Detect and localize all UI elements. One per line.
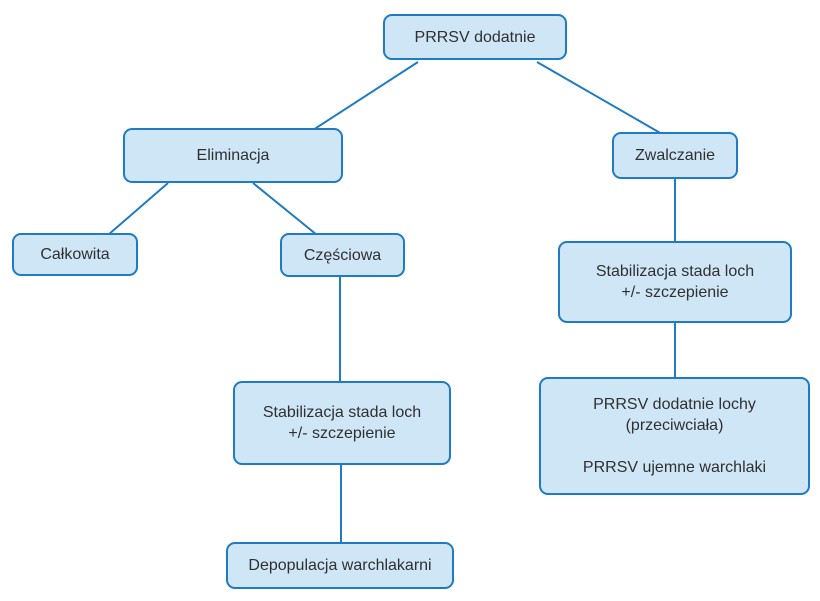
- node-stabilizacja-stada-loch-left: Stabilizacja stada loch +/- szczepienie: [233, 381, 451, 465]
- node-eliminacja: Eliminacja: [123, 128, 343, 183]
- node-label: Całkowita: [40, 246, 110, 263]
- edge-root-zwalczanie: [536, 61, 663, 135]
- node-label-line: (przeciwciała): [625, 417, 724, 434]
- node-label-line: +/- szczepienie: [621, 284, 729, 301]
- node-label-line: Stabilizacja stada loch: [595, 263, 755, 280]
- node-stabilizacja-stada-loch-right: Stabilizacja stada loch +/- szczepienie: [558, 241, 792, 323]
- node-czesciowa: Częściowa: [280, 233, 405, 277]
- node-prrsv-outcome: PRRSV dodatnie lochy (przeciwciała) PRRS…: [539, 377, 810, 495]
- node-label: Zwalczanie: [634, 147, 716, 164]
- edge-root-eliminacja: [312, 61, 419, 131]
- node-zwalczanie: Zwalczanie: [612, 132, 738, 179]
- node-label: Eliminacja: [196, 147, 270, 164]
- node-label-line: PRRSV dodatnie lochy: [593, 396, 756, 413]
- node-label-line: Stabilizacja stada loch: [262, 404, 422, 421]
- node-label: Depopulacja warchlakarni: [248, 557, 432, 574]
- node-label-line: PRRSV ujemne warchlaki: [582, 459, 767, 476]
- node-label-line: +/- szczepienie: [288, 425, 396, 442]
- node-label: Częściowa: [303, 246, 382, 264]
- node-label: PRRSV dodatnie: [414, 28, 536, 46]
- node-prrsv-dodatnie: PRRSV dodatnie: [383, 14, 567, 60]
- node-calkowita: Całkowita: [12, 233, 138, 276]
- edge-eliminacja-calkowita: [107, 182, 169, 236]
- edge-eliminacja-czesciowa: [252, 182, 318, 236]
- node-depopulacja-warchlakarni: Depopulacja warchlakarni: [226, 542, 454, 589]
